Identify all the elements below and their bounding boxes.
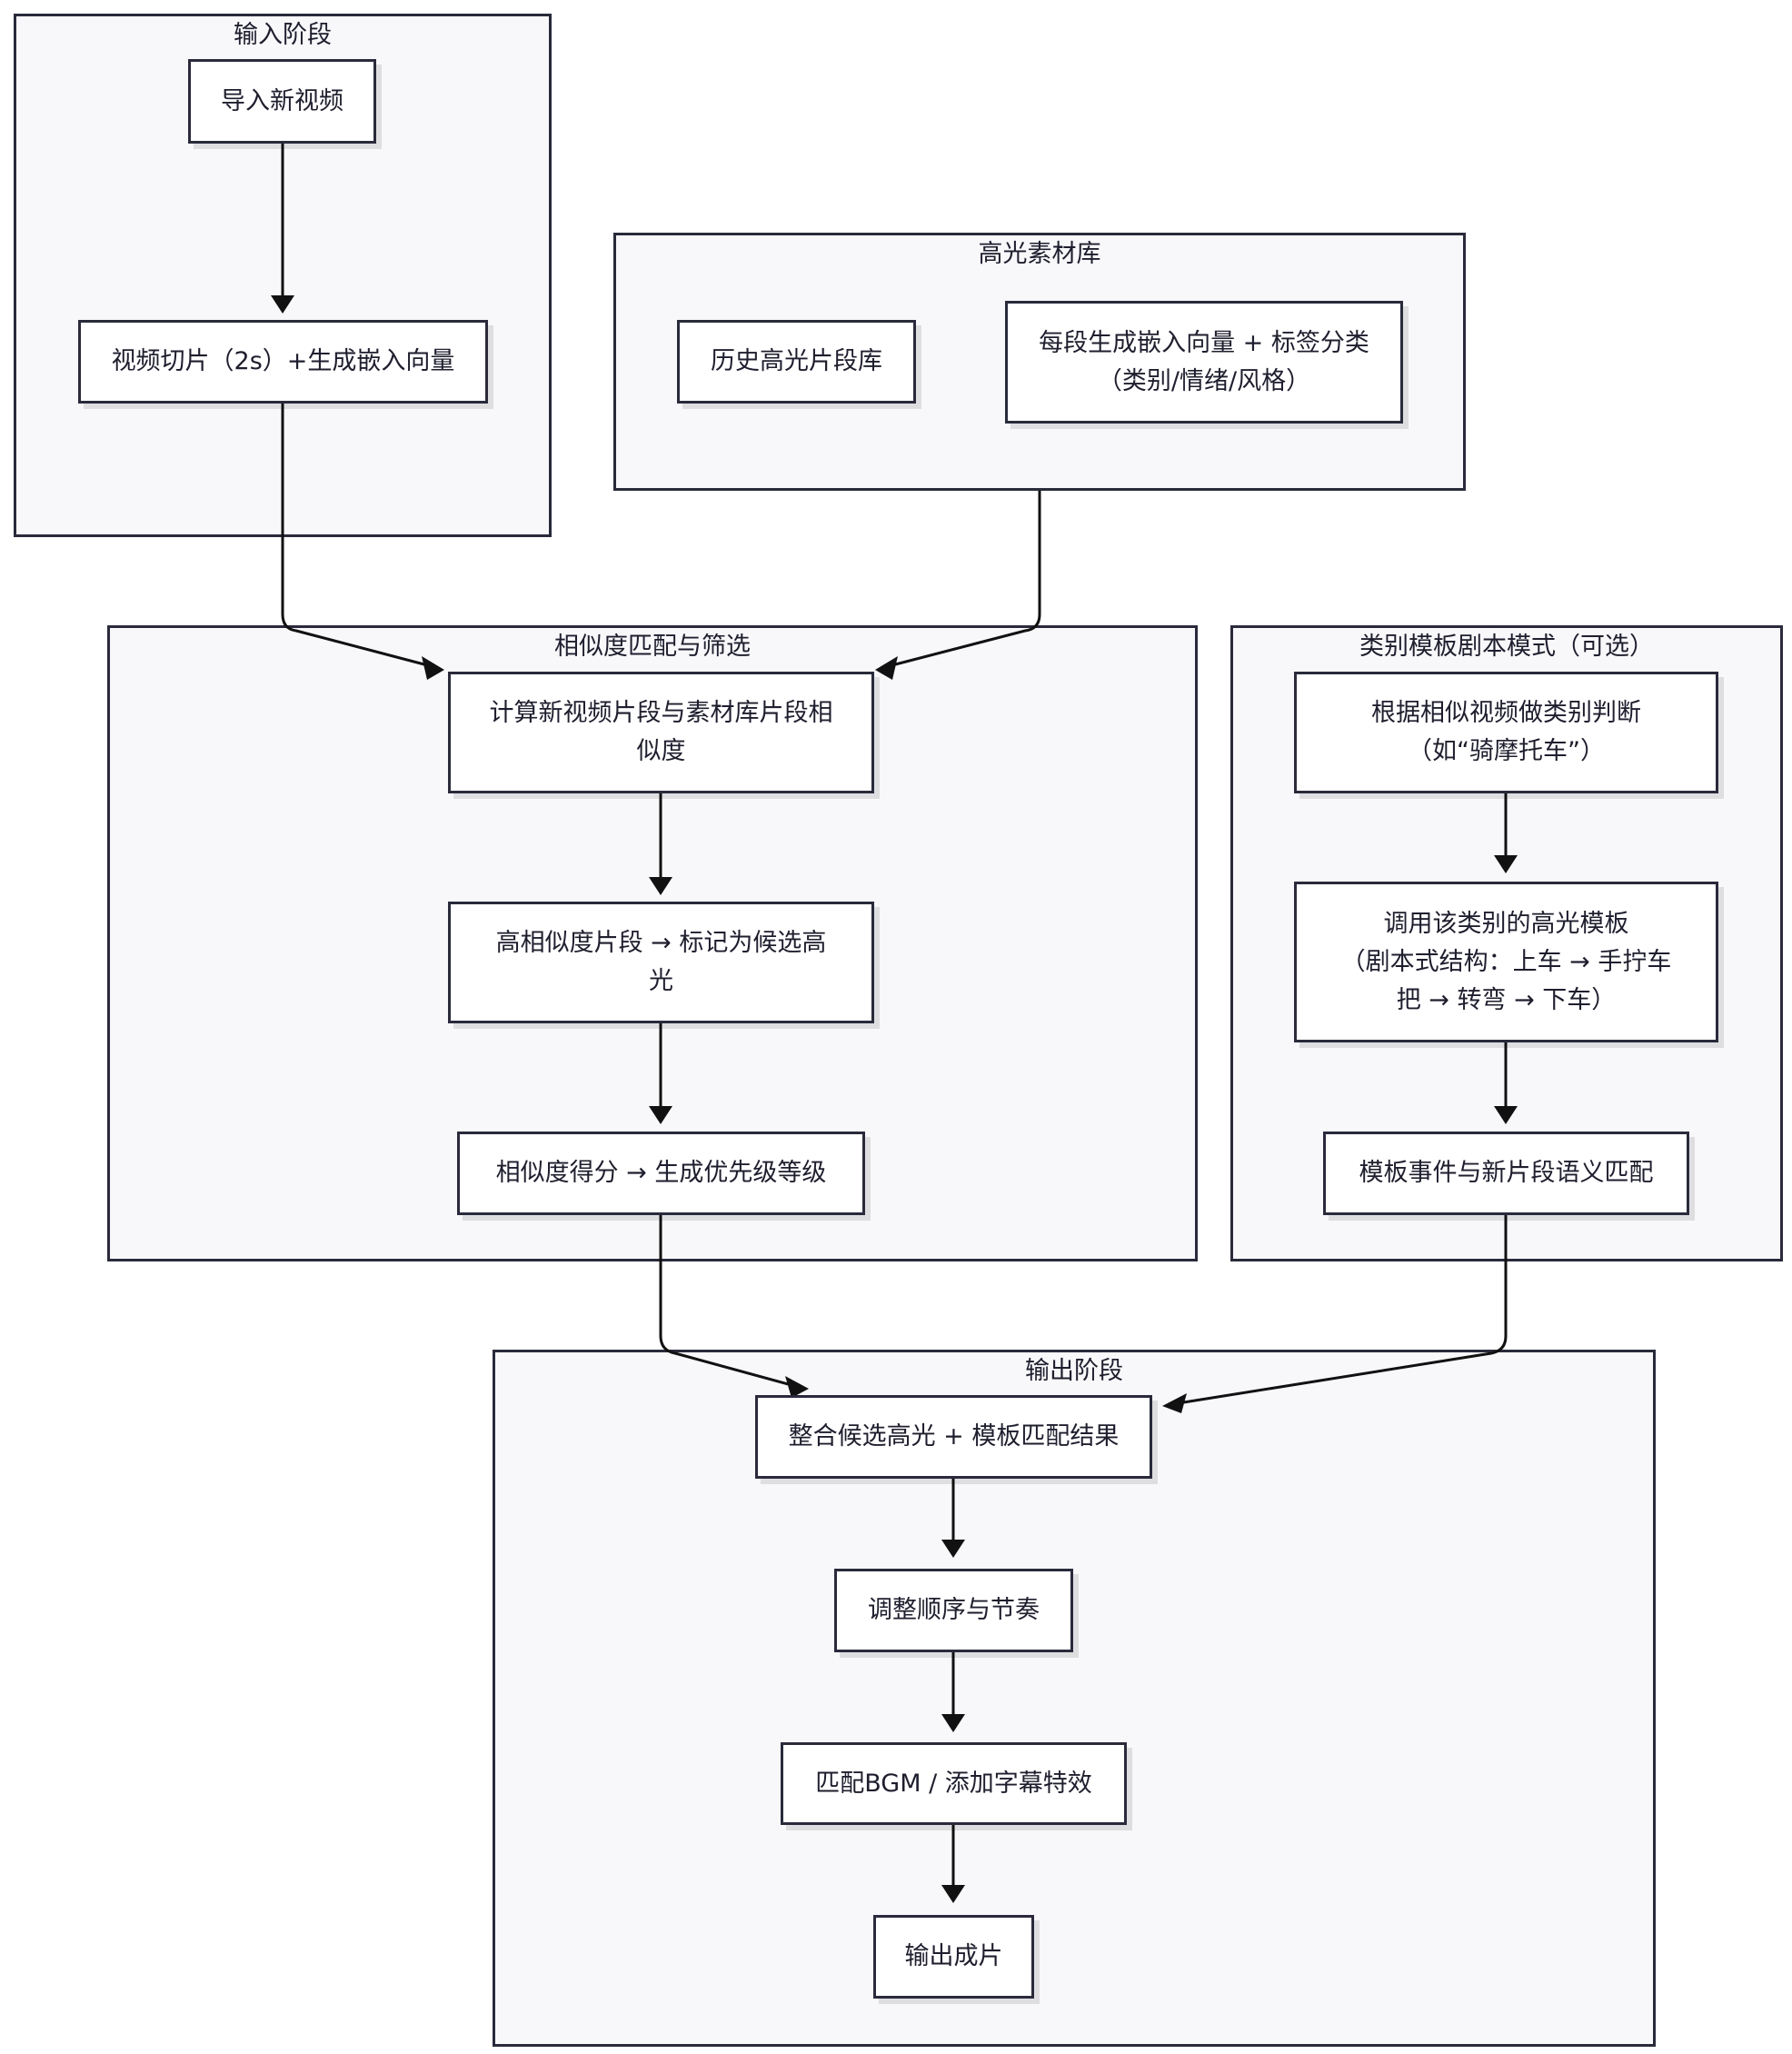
- node-score-priority: 相似度得分 → 生成优先级等级: [457, 1132, 865, 1215]
- node-bgm-effects: 匹配BGM / 添加字幕特效: [781, 1742, 1127, 1825]
- node-embed-tag: 每段生成嵌入向量 + 标签分类 （类别/情绪/风格）: [1005, 301, 1403, 424]
- node-classify-category: 根据相似视频做类别判断 （如“骑摩托车”）: [1294, 672, 1718, 793]
- group-title-library: 高光素材库: [978, 240, 1101, 268]
- node-merge-results: 整合候选高光 + 模板匹配结果: [755, 1395, 1152, 1479]
- group-title-output: 输出阶段: [1025, 1357, 1123, 1385]
- node-semantic-match: 模板事件与新片段语义匹配: [1323, 1132, 1689, 1215]
- node-slice-video: 视频切片（2s）+生成嵌入向量: [78, 320, 488, 404]
- node-mark-candidate: 高相似度片段 → 标记为候选高 光: [448, 902, 874, 1023]
- group-title-template: 类别模板剧本模式（可选）: [1359, 633, 1654, 661]
- node-call-template: 调用该类别的高光模板 （剧本式结构：上车 → 手拧车 把 → 转弯 → 下车）: [1294, 882, 1718, 1042]
- node-history-library: 历史高光片段库: [677, 320, 916, 404]
- group-title-input: 输入阶段: [234, 21, 332, 49]
- node-calc-similarity: 计算新视频片段与素材库片段相 似度: [448, 672, 874, 793]
- node-output-film: 输出成片: [873, 1915, 1034, 1999]
- node-import-video: 导入新视频: [188, 59, 376, 144]
- node-adjust-order: 调整顺序与节奏: [834, 1569, 1073, 1652]
- group-title-match: 相似度匹配与筛选: [554, 633, 751, 661]
